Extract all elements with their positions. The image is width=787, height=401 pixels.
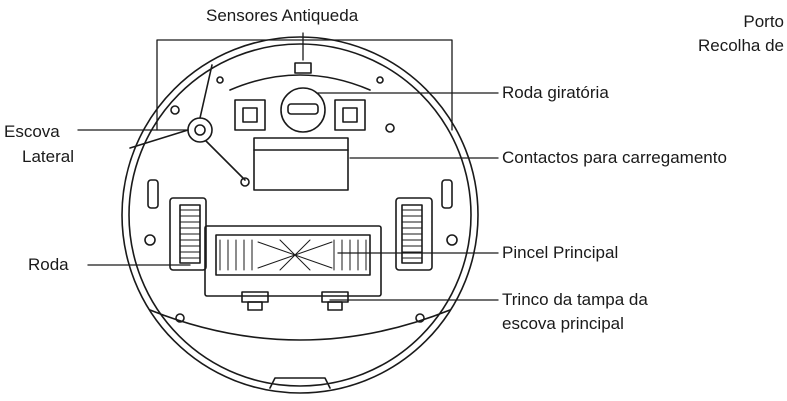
side-brush-part [129, 64, 250, 187]
charging-contacts-part [253, 137, 349, 191]
leader-lines [77, 32, 499, 301]
cliff-sensors-label: Sensores Antiqueda [206, 6, 359, 25]
side-brush-label-line1: Escova [4, 122, 60, 141]
swivel-wheel-part [229, 62, 371, 133]
port-label-line2: Recolha de [697, 36, 784, 55]
right-wheel-part [395, 197, 433, 271]
main-brush-part [204, 225, 382, 297]
wheel-label: Roda [28, 255, 69, 274]
main-brush-label: Pincel Principal [502, 243, 619, 262]
edge-sensors [147, 179, 453, 209]
brush-cover-latches [241, 291, 349, 311]
robot-body [121, 36, 479, 394]
side-brush-label-line2: Lateral [22, 147, 74, 166]
charging-contacts-label: Contactos para carregamento [502, 148, 727, 167]
left-wheel-part [169, 197, 207, 271]
screw-holes [144, 76, 458, 323]
port-label-line1: Porto [743, 12, 784, 31]
swivel-wheel-label: Roda giratória [502, 83, 609, 102]
latch-label-line1: Trinco da tampa da [502, 290, 648, 309]
latch-label-line2: escova principal [502, 314, 624, 333]
